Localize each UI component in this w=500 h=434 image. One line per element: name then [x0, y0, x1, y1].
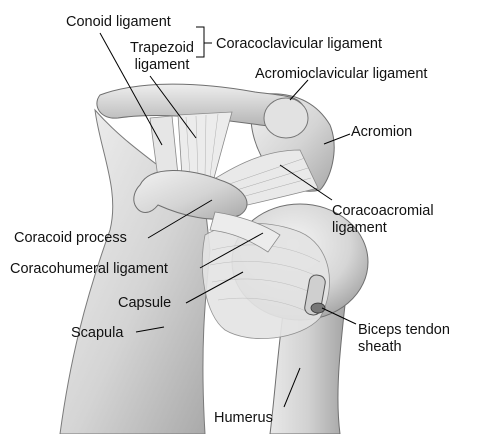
label-coracoacromial-line2: ligament — [332, 220, 387, 236]
label-biceps-tendon-sheath-line2: sheath — [358, 339, 402, 355]
label-coracoacromial-line1: Coracoacromial — [332, 203, 434, 219]
label-coracoclavicular-ligament: Coracoclavicular ligament — [216, 36, 383, 52]
leader-scapula — [135, 326, 165, 333]
leader-biceps — [321, 307, 357, 325]
label-biceps-tendon-sheath-line1: Biceps tendon — [358, 322, 450, 338]
leader-trapezoid — [149, 75, 197, 139]
leader-coracoid-process — [147, 199, 213, 239]
leader-acromioclavicular — [289, 79, 309, 101]
leader-conoid — [99, 32, 163, 146]
leader-lines — [99, 26, 357, 408]
leader-coracohumeral — [199, 232, 264, 269]
label-acromioclavicular-ligament: Acromioclavicular ligament — [255, 66, 428, 82]
acromioclavicular-joint-shape — [263, 97, 309, 139]
coracoid-process-shape — [133, 170, 248, 220]
label-capsule: Capsule — [118, 295, 172, 311]
label-trapezoid-ligament-line2: ligament — [134, 57, 190, 73]
label-scapula: Scapula — [71, 325, 124, 341]
leader-coracoacromial — [279, 164, 333, 201]
label-coracoid-process: Coracoid process — [14, 230, 127, 246]
label-trapezoid-ligament-line1: Trapezoid — [130, 40, 194, 56]
label-coracohumeral-ligament: Coracohumeral ligament — [10, 261, 168, 277]
leader-capsule — [185, 271, 244, 304]
leader-humerus — [283, 367, 301, 408]
label-conoid-ligament: Conoid ligament — [66, 14, 171, 30]
coracoclavicular-bracket — [196, 26, 212, 58]
label-humerus: Humerus — [214, 410, 273, 426]
label-acromion: Acromion — [351, 124, 413, 140]
coracohumeral-ligament-shape — [209, 211, 281, 253]
leader-acromion — [323, 133, 351, 145]
